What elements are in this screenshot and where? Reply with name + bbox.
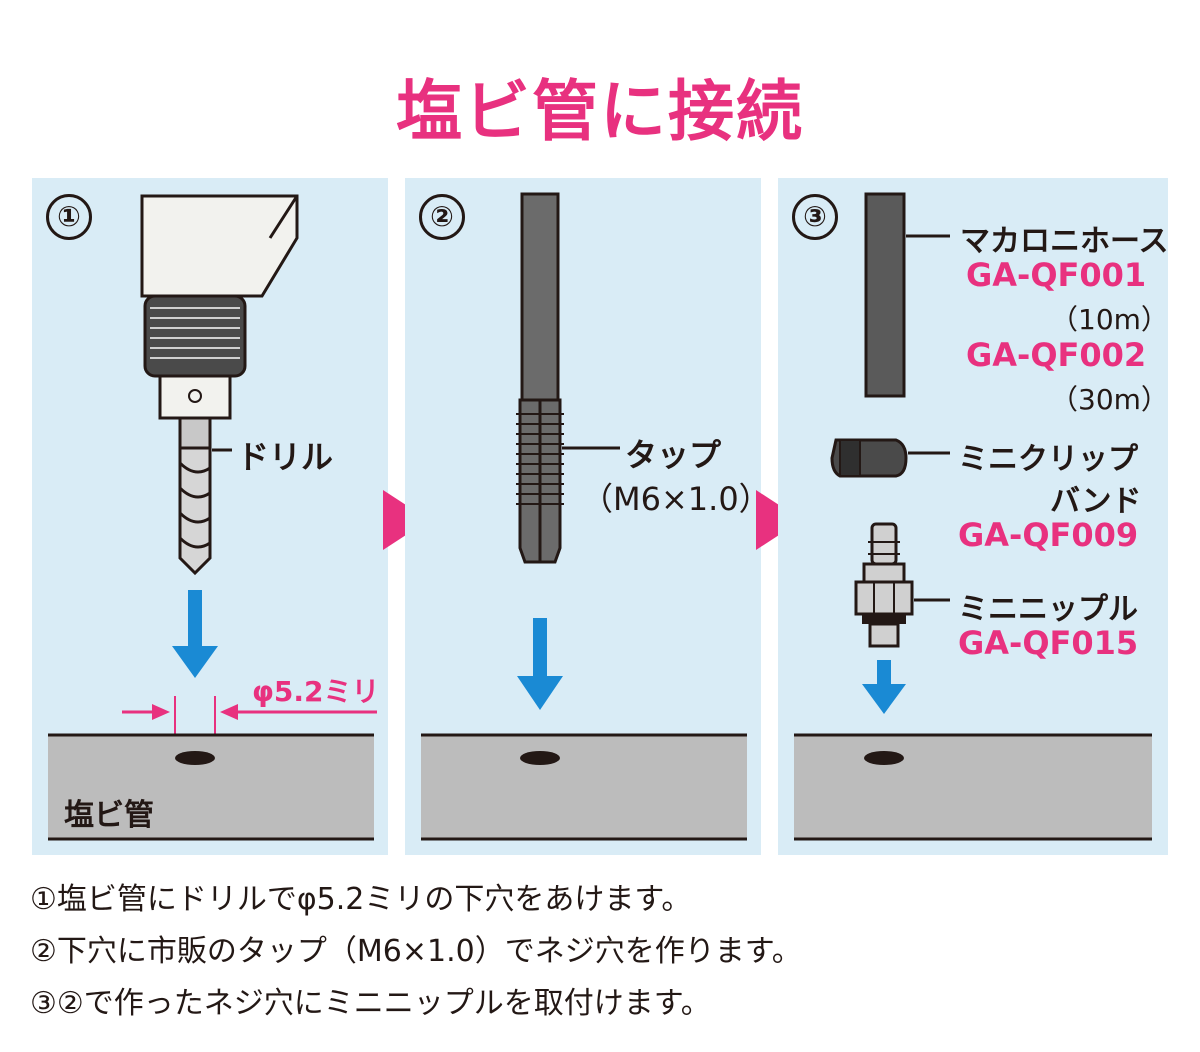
tap-label: タップ — [625, 436, 722, 474]
diameter-label: φ5.2ミリ — [252, 675, 380, 708]
clip-label: ミニクリップ — [958, 442, 1138, 477]
instructions: ①塩ビ管にドリルでφ5.2ミリの下穴をあけます。 ②下穴に市販のタップ（M6×1… — [30, 874, 802, 1030]
step-3-panel: ③ マカロニホース GA-QF001 （10m） GA-QF002 （30m） … — [778, 178, 1169, 855]
step-2-number: ② — [419, 194, 465, 240]
clip-label-2: バンド — [1050, 484, 1142, 519]
nipple-label: ミニニップル — [958, 592, 1138, 627]
clip-code: GA-QF009 — [958, 516, 1139, 554]
nipple-illustration — [794, 192, 1152, 841]
tap-illustration — [421, 192, 747, 841]
step-1-number: ① — [46, 194, 92, 240]
instruction-2: ②下穴に市販のタップ（M6×1.0）でネジ穴を作ります。 — [30, 934, 802, 969]
page-title: 塩ビ管に接続 — [396, 73, 804, 150]
hose-length-1: （10m） — [1050, 303, 1169, 336]
hose-code-1: GA-QF001 — [966, 256, 1147, 294]
hose-length-2: （30m） — [1050, 383, 1169, 416]
drill-illustration — [48, 194, 377, 841]
step-1-panel: ① ドリル φ5.2ミリ 塩ビ管 — [32, 178, 388, 855]
step-2-panel: ② タップ （M6×1.0） — [405, 178, 771, 855]
hose-label: マカロニホース — [960, 224, 1169, 259]
pipe-label: 塩ビ管 — [64, 798, 154, 833]
instruction-1: ①塩ビ管にドリルでφ5.2ミリの下穴をあけます。 — [30, 882, 692, 917]
hose-code-2: GA-QF002 — [966, 336, 1147, 374]
tap-spec-label: （M6×1.0） — [581, 480, 771, 518]
instruction-3: ③②で作ったネジ穴にミニニップルを取付けます。 — [30, 986, 711, 1021]
nipple-code: GA-QF015 — [958, 624, 1139, 662]
step-3-number: ③ — [792, 194, 838, 240]
drill-label: ドリル — [237, 438, 334, 476]
